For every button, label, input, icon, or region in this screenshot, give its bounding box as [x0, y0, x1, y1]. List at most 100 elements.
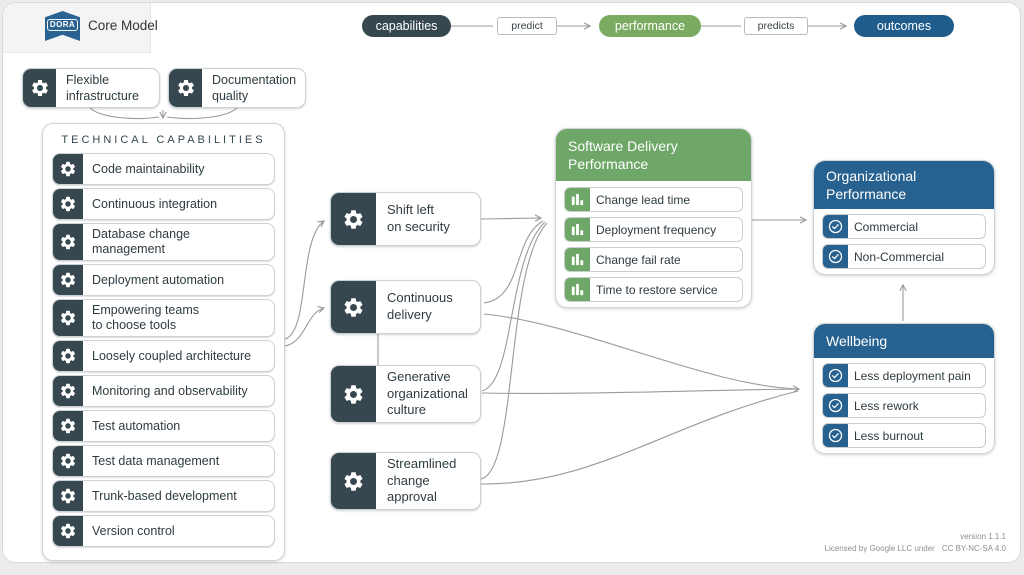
tech-capability-label: Loosely coupled architecture — [92, 348, 252, 363]
connector-docs-to-tech — [166, 107, 238, 119]
capability-shift-left-on-security: Shift left on security — [330, 192, 481, 246]
tech-capability-item: Code maintainability — [52, 153, 275, 185]
connector-sca-to-sdp — [480, 222, 548, 480]
gear-icon — [53, 411, 83, 441]
license-text: Licensed by Google LLC under — [824, 544, 935, 554]
capability-streamlined-change-approval: Streamlined change approval — [330, 452, 481, 510]
wellbeing-title: Wellbeing — [814, 324, 994, 359]
tech-capability-label: Monitoring and observability — [92, 383, 248, 398]
tech-capability-label: Trunk-based development — [92, 488, 237, 503]
tech-capability-item: Test data management — [52, 445, 275, 477]
tech-capability-label: Test data management — [92, 453, 220, 468]
connector-cd-to-sdp — [483, 220, 544, 304]
metric-item: Time to restore service — [564, 277, 743, 303]
organizational-performance-title: Organizational Performance — [814, 161, 994, 210]
gear-icon — [53, 481, 83, 511]
flow-predicts-tag: predicts — [744, 17, 808, 35]
tech-capability-item: Trunk-based development — [52, 480, 275, 512]
gear-icon — [23, 69, 56, 107]
gear-icon — [331, 453, 376, 509]
capability-label: Flexible infrastructure — [66, 72, 139, 103]
software-delivery-performance-title: Software Delivery Performance — [556, 129, 751, 182]
outcome-label: Less deployment pain — [854, 368, 971, 383]
gear-icon — [53, 446, 83, 476]
metric-label: Change lead time — [596, 192, 691, 207]
gear-icon — [53, 189, 83, 219]
outcome-item: Less rework — [822, 393, 986, 419]
capability-continuous-delivery: Continuous delivery — [330, 280, 481, 334]
page-title: Core Model — [88, 18, 158, 33]
connector-tech-to-shiftleft — [284, 220, 325, 340]
capability-label: Shift left on security — [387, 202, 450, 234]
bar-chart-icon — [565, 248, 590, 272]
tech-capability-item: Database change management — [52, 223, 275, 261]
connector-goc-to-wellbeing — [481, 385, 801, 395]
dora-logo-text: DORA — [46, 18, 79, 31]
connector-tech-to-cd — [284, 305, 326, 347]
tech-capability-label: Database change management — [92, 227, 190, 256]
gear-icon — [53, 376, 83, 406]
outcome-label: Non-Commercial — [854, 249, 945, 264]
outcome-label: Less rework — [854, 398, 919, 413]
metric-label: Change fail rate — [596, 252, 681, 267]
check-circle-icon — [823, 394, 848, 418]
tech-capability-label: Test automation — [92, 418, 181, 433]
check-circle-icon — [823, 364, 848, 388]
gear-icon — [53, 300, 83, 336]
outcome-label: Less burnout — [854, 428, 924, 443]
outcome-item: Commercial — [822, 214, 986, 240]
wellbeing-outcome-list: Less deployment pain Less rework Less bu… — [814, 358, 994, 453]
connector-shiftleft-to-sdp — [480, 214, 543, 222]
capability-label: Generative organizational culture — [387, 368, 468, 418]
capability-label: Continuous delivery — [387, 290, 453, 322]
tech-capability-item: Continuous integration — [52, 188, 275, 220]
tech-capability-label: Deployment automation — [92, 272, 225, 287]
connector-cd-to-wellbeing — [483, 313, 800, 390]
dora-logo: DORA — [45, 11, 80, 41]
check-circle-icon — [823, 245, 848, 269]
flow-outcomes-pill: outcomes — [854, 15, 954, 37]
gear-icon — [331, 193, 376, 245]
connector-goc-to-sdp — [481, 221, 546, 392]
wellbeing-card: Wellbeing Less deployment pain Less rewo… — [813, 323, 995, 454]
flow-performance-pill: performance — [599, 15, 701, 37]
metric-label: Time to restore service — [596, 282, 718, 297]
organizational-performance-card: Organizational Performance Commercial No… — [813, 160, 995, 275]
outcome-item: Less burnout — [822, 423, 986, 449]
gear-icon — [169, 69, 202, 107]
footer: version 1.1.1 Licensed by Google LLC und… — [825, 531, 1006, 556]
op-outcome-list: Commercial Non-Commercial — [814, 209, 994, 274]
capability-label: Documentation quality — [212, 72, 297, 103]
tech-capability-item: Version control — [52, 515, 275, 547]
flow-predict-tag: predict — [497, 17, 557, 35]
bar-chart-icon — [565, 218, 590, 242]
gear-icon — [53, 516, 83, 546]
outcome-label: Commercial — [854, 219, 919, 234]
technical-capabilities-list: Code maintainability Continuous integrat… — [43, 146, 284, 555]
gear-icon — [53, 154, 83, 184]
tech-capability-label: Continuous integration — [92, 196, 218, 211]
capability-generative-organizational-culture: Generative organizational culture — [330, 365, 481, 423]
outcome-item: Less deployment pain — [822, 363, 986, 389]
check-circle-icon — [823, 215, 848, 239]
bar-chart-icon — [565, 188, 590, 212]
gear-icon — [331, 281, 376, 333]
tech-capability-item: Deployment automation — [52, 264, 275, 296]
metric-item: Change fail rate — [564, 247, 743, 273]
check-circle-icon — [823, 424, 848, 448]
gear-icon — [331, 366, 376, 422]
capability-label: Streamlined change approval — [387, 455, 457, 505]
metric-item: Change lead time — [564, 187, 743, 213]
tech-capability-item: Empowering teams to choose tools — [52, 299, 275, 337]
capability-flexible-infrastructure: Flexible infrastructure — [22, 68, 160, 108]
tech-capability-item: Monitoring and observability — [52, 375, 275, 407]
version-label: version 1.1.1 — [960, 532, 1006, 541]
capability-documentation-quality: Documentation quality — [168, 68, 306, 108]
tech-capability-label: Version control — [92, 523, 175, 538]
connector-sca-to-wellbeing — [480, 390, 799, 485]
gear-icon — [53, 341, 83, 371]
technical-capabilities-title: TECHNICAL CAPABILITIES — [61, 134, 266, 146]
software-delivery-performance-card: Software Delivery Performance Change lea… — [555, 128, 752, 308]
tech-capability-label: Code maintainability — [92, 161, 205, 176]
